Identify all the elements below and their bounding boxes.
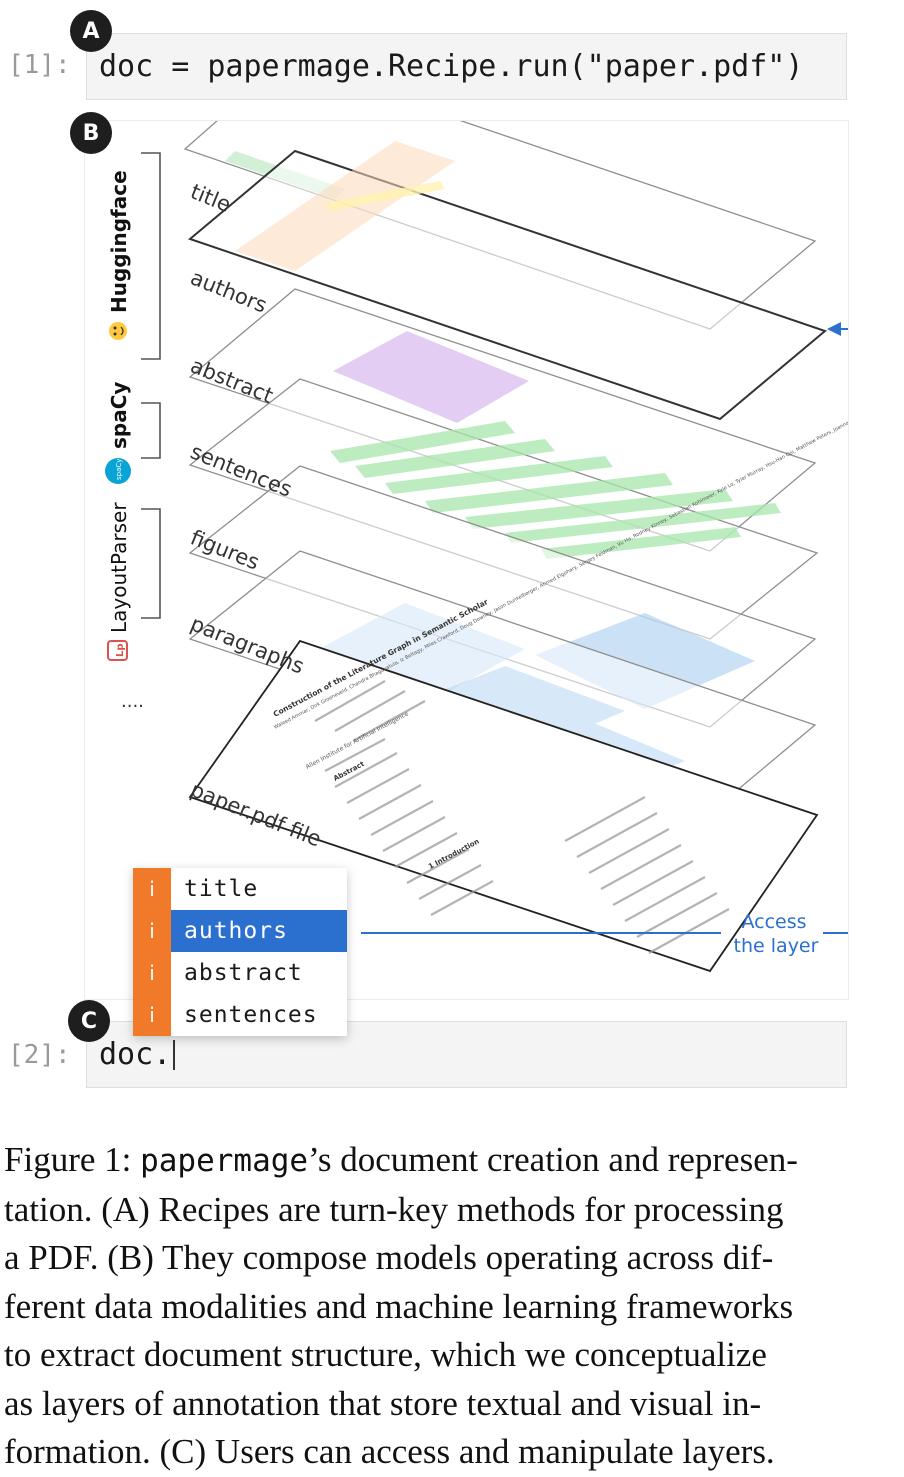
autocomplete-item-abstract[interactable]: i abstract	[133, 952, 347, 994]
autocomplete-label: title	[184, 876, 259, 902]
caption-line-3: a PDF. (B) They compose models operating…	[4, 1238, 774, 1277]
code-cell-2[interactable]: doc.	[86, 1021, 847, 1088]
layer-label-authors: authors	[187, 265, 270, 317]
layers-figure-panel: Huggingface spaCy spaCy Lp LayoutParser …	[84, 120, 849, 1000]
text-cursor	[173, 1039, 176, 1070]
hugging-face-emoji-icon	[109, 322, 127, 340]
framework-layoutparser: LayoutParser	[107, 502, 131, 633]
framework-huggingface: Huggingface	[107, 170, 131, 313]
access-arrow	[823, 328, 848, 934]
spacy-logo-icon	[105, 458, 131, 484]
autocomplete-label: sentences	[184, 1002, 318, 1028]
caption-line-4: ferent data modalities and machine learn…	[4, 1286, 794, 1326]
autocomplete-dropdown: i title i authors i abstract i sentences	[133, 868, 347, 1036]
layer-plane-authors	[187, 141, 828, 421]
layer-label-title: title	[187, 179, 234, 217]
code-cell-1-text: doc = papermage.Recipe.run("paper.pdf")	[99, 49, 804, 84]
layoutparser-logo-icon	[107, 640, 128, 661]
caption-line-2: tation. (A) Recipes are turn-key methods…	[4, 1189, 784, 1229]
figure-caption: Figure 1: papermage’s document creation …	[4, 1136, 902, 1477]
autocomplete-label: abstract	[184, 960, 303, 986]
caption-line-1: Figure 1: papermage’s document creation …	[4, 1140, 798, 1179]
layoutparser-bracket	[141, 508, 161, 619]
info-icon: i	[133, 910, 171, 952]
autocomplete-item-sentences[interactable]: i sentences	[133, 994, 347, 1036]
cell-1-prompt: [1]:	[8, 50, 71, 80]
caption-line-5: to extract document structure, which we …	[4, 1335, 767, 1374]
info-icon: i	[133, 994, 171, 1036]
caption-line-7: formation. (C) Users can access and mani…	[4, 1432, 775, 1471]
more-frameworks: ....	[121, 691, 144, 712]
layers-illustration: Huggingface spaCy spaCy Lp LayoutParser …	[105, 121, 848, 973]
autocomplete-item-authors[interactable]: i authors	[133, 910, 347, 952]
caption-line-6: as layers of annotation that store textu…	[4, 1383, 762, 1423]
arrowhead-icon	[827, 322, 841, 336]
badge-a: A	[70, 10, 112, 52]
framework-spacy: spaCy	[107, 382, 131, 449]
info-icon: i	[133, 952, 171, 994]
badge-b: B	[70, 112, 112, 154]
svg-text:Lp: Lp	[115, 643, 126, 657]
code-cell-1[interactable]: doc = papermage.Recipe.run("paper.pdf")	[86, 33, 847, 100]
svg-text:spaCy: spaCy	[115, 459, 123, 480]
cell-2-prompt: [2]:	[8, 1040, 71, 1070]
autocomplete-label: authors	[184, 918, 288, 944]
info-icon: i	[133, 868, 171, 910]
huggingface-bracket	[141, 152, 161, 360]
access-label-line2: the layer	[734, 935, 819, 957]
code-cell-2-text: doc.	[99, 1037, 172, 1072]
autocomplete-item-title[interactable]: i title	[133, 868, 347, 910]
spacy-bracket	[141, 402, 161, 459]
badge-c: C	[68, 1000, 110, 1042]
access-label-line1: Access	[741, 911, 806, 933]
